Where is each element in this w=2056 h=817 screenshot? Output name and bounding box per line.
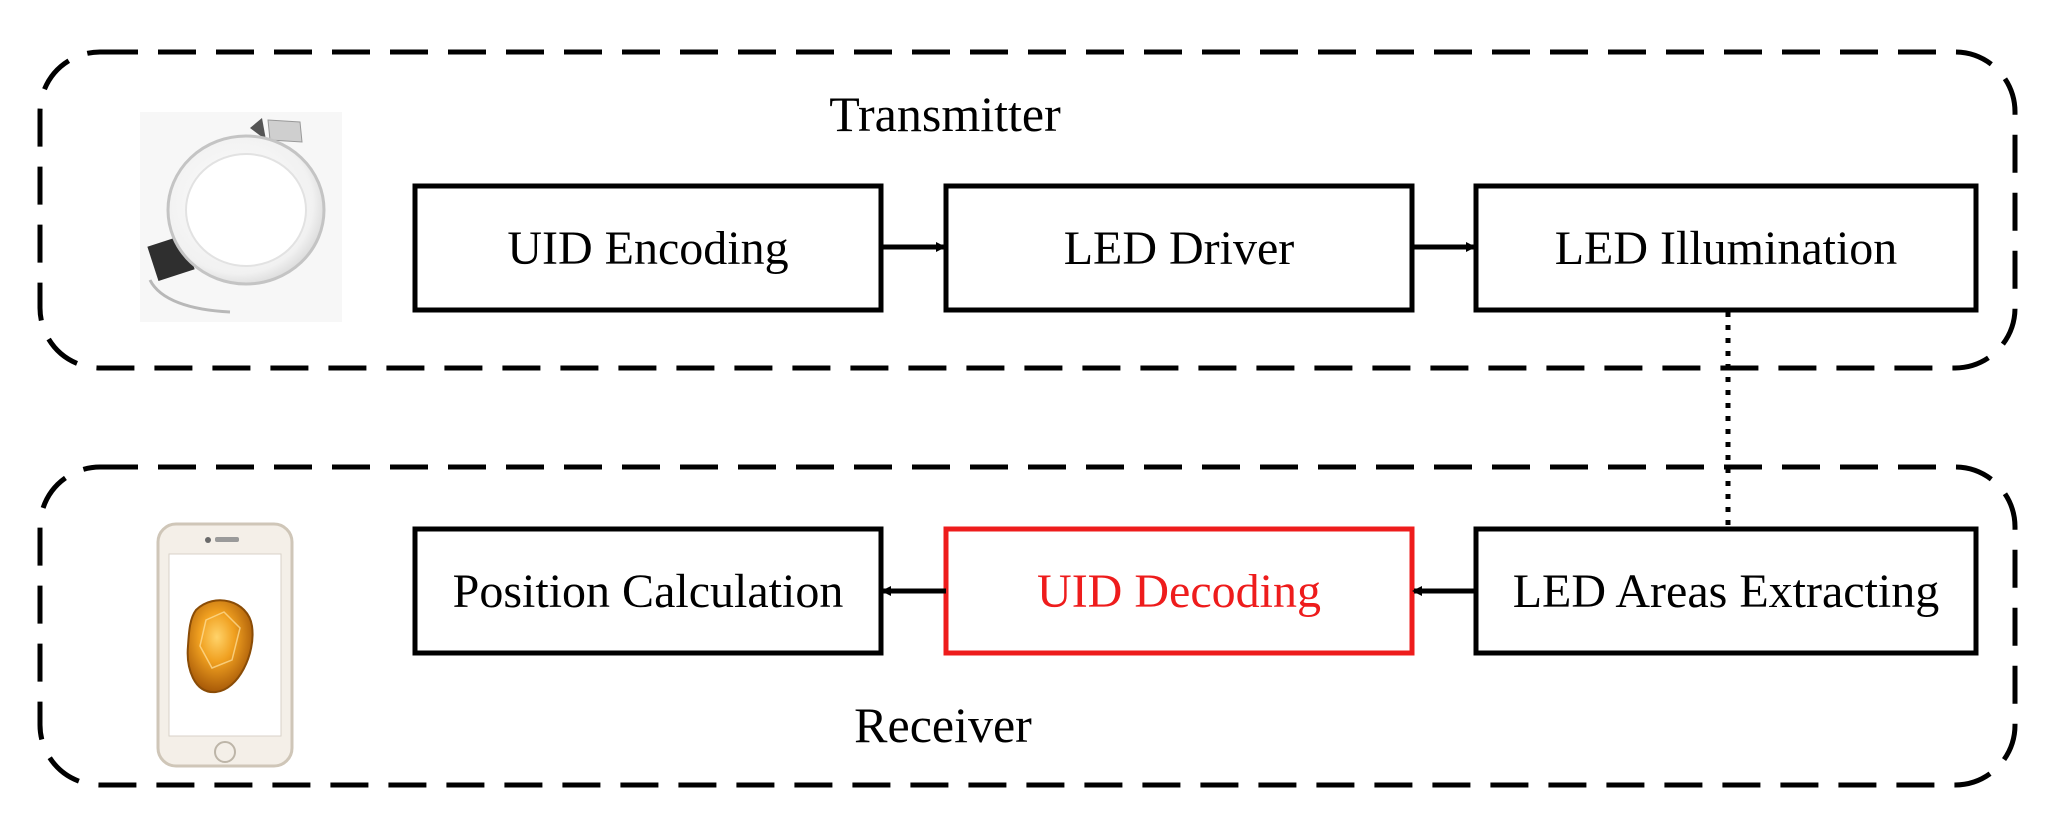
- led-panel-light-icon: [140, 112, 342, 322]
- block-led-driver-label: LED Driver: [1064, 222, 1295, 275]
- block-led-illumination: LED Illumination: [1473, 183, 1979, 313]
- block-uid-encoding-label: UID Encoding: [507, 222, 788, 275]
- transmitter-title: Transmitter: [829, 86, 1061, 142]
- block-uid-decoding: UID Decoding: [943, 526, 1415, 656]
- block-led-areas-extracting-label: LED Areas Extracting: [1513, 565, 1940, 618]
- receiver-group: Receiver Position Calculation UID Decodi…: [37, 464, 2018, 788]
- receiver-title: Receiver: [854, 697, 1032, 753]
- transmitter-boundary: [37, 49, 2018, 371]
- block-uid-decoding-label: UID Decoding: [1037, 565, 1321, 618]
- block-led-illumination-label: LED Illumination: [1555, 222, 1898, 275]
- smartphone-icon: [156, 522, 294, 768]
- block-position-calculation: Position Calculation: [412, 526, 884, 656]
- block-led-areas-extracting: LED Areas Extracting: [1473, 526, 1979, 656]
- receiver-boundary: [37, 464, 2018, 788]
- block-led-driver: LED Driver: [943, 183, 1415, 313]
- transmitter-group: Transmitter UID Encoding LED Driver LED …: [37, 49, 2018, 371]
- block-uid-encoding: UID Encoding: [412, 183, 884, 313]
- block-position-calculation-label: Position Calculation: [453, 565, 844, 618]
